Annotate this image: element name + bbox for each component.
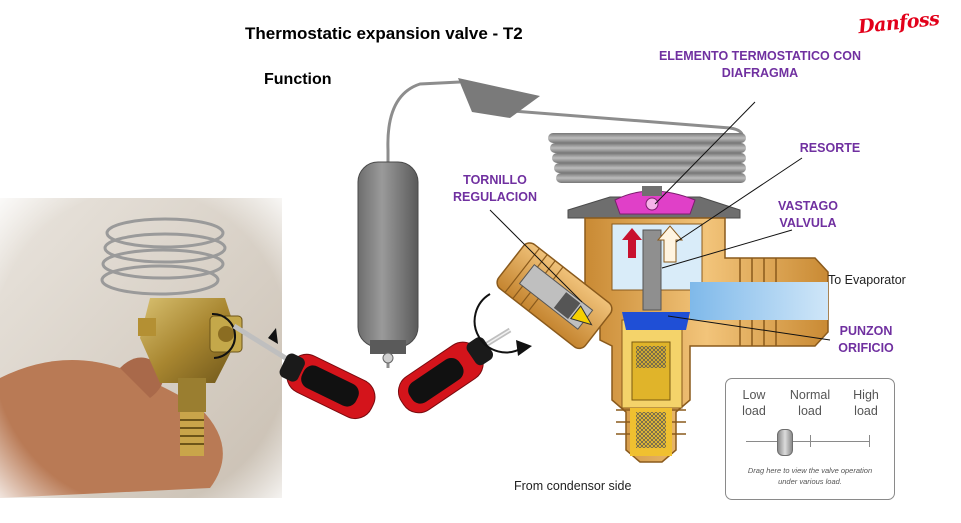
label-thermostatic-element: ELEMENTO TERMOSTATICO CON DIAFRAGMA <box>640 48 880 82</box>
label-spring: RESORTE <box>790 140 870 157</box>
load-slider-tick-normal <box>810 435 811 447</box>
screwdriver-left <box>274 345 381 424</box>
load-selector: Low load Normal load High load Drag here… <box>725 378 895 500</box>
load-slider-tick-high <box>869 435 870 447</box>
load-option-normal[interactable]: Normal load <box>782 387 838 419</box>
load-slider-track[interactable] <box>746 441 870 442</box>
sensing-bulb <box>358 162 418 363</box>
load-slider-hint: Drag here to view the valve operation un… <box>726 465 894 487</box>
label-valve-stem: VASTAGO VALVULA <box>768 198 848 232</box>
load-option-high[interactable]: High load <box>838 387 894 419</box>
label-to-evaporator: To Evaporator <box>828 273 906 287</box>
load-option-low[interactable]: Low load <box>726 387 782 419</box>
capillary-coil <box>548 133 746 183</box>
load-slider-handle[interactable] <box>777 429 793 456</box>
label-orifice-pin: PUNZON ORIFICIO <box>828 323 904 357</box>
label-from-condenser: From condensor side <box>514 479 631 493</box>
label-adjusting-screw: TORNILLO REGULACION <box>440 172 550 206</box>
